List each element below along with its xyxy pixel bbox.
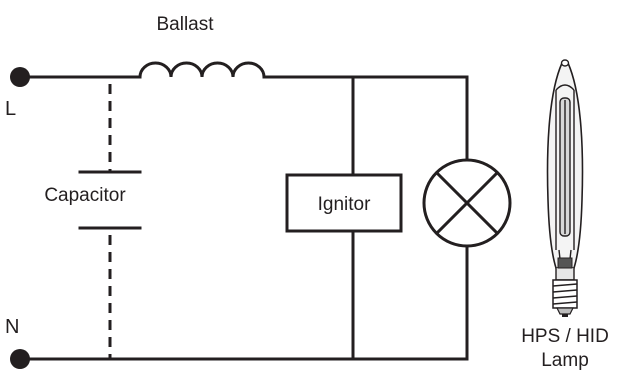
capacitor-icon	[78, 84, 142, 359]
capacitor-label: Capacitor	[44, 185, 126, 206]
neutral-terminal-label: N	[5, 316, 19, 338]
ballast-label: Ballast	[156, 14, 214, 35]
line-wire	[18, 75, 469, 162]
line-terminal-dot	[10, 67, 30, 87]
lamp-symbol-icon	[422, 158, 512, 248]
lamp-label-line-1: HPS / HID	[521, 326, 609, 347]
ballast-inductor-icon	[138, 61, 266, 79]
hps-hid-bulb-icon	[546, 59, 584, 317]
line-terminal-label: L	[5, 98, 16, 120]
lamp-label-line-2: Lamp	[541, 350, 589, 371]
ignitor-box	[285, 173, 403, 233]
ignitor-label: Ignitor	[318, 194, 371, 215]
